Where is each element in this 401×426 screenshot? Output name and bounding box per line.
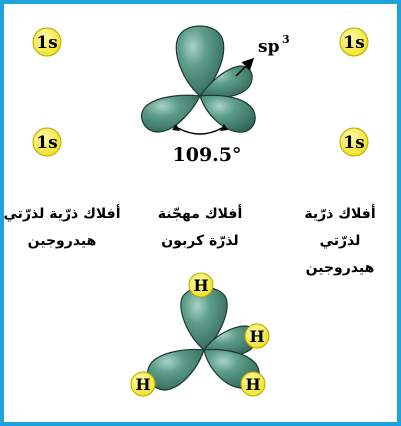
hydrogen-right-back: H — [244, 323, 270, 349]
hydrogen-right: H — [240, 371, 266, 397]
svg-text:أفلاك ذرّية لذرّتي: أفلاك ذرّية لذرّتي — [4, 204, 121, 222]
sp3-lobe-up — [175, 25, 225, 97]
label-center-carbon-hybrid: أفلاك مهجّنة لذرّة كربون — [158, 204, 243, 249]
svg-text:هيدروجين: هيدروجين — [306, 260, 375, 276]
sp3-arrow — [235, 57, 255, 77]
hydrogen-top: H — [188, 272, 214, 298]
methane-orbital-overlap — [147, 286, 260, 391]
svg-text:H: H — [135, 375, 150, 394]
svg-text:هيدروجين: هيدروجين — [28, 233, 97, 249]
svg-text:لذرّة كربون: لذرّة كربون — [161, 233, 238, 249]
sp3-lobe-right — [199, 94, 256, 133]
sp3-lobe-left — [141, 94, 201, 133]
svg-text:H: H — [249, 327, 264, 346]
carbon-hybrid-orbitals — [141, 25, 256, 133]
hydrogen-left: H — [130, 371, 156, 397]
svg-text:1s: 1s — [343, 33, 364, 53]
label-right-hydrogen-orbitals: أفلاك ذرّية لذرّتي هيدروجين — [304, 204, 375, 276]
badge-1s-top-right: 1s — [339, 27, 369, 57]
sp3-label: sp 3 — [258, 33, 290, 57]
svg-text:1s: 1s — [343, 133, 364, 153]
svg-text:3: 3 — [282, 33, 290, 46]
svg-text:أفلاك ذرّية: أفلاك ذرّية — [304, 204, 375, 222]
svg-text:1s: 1s — [36, 33, 57, 53]
svg-text:لذرّتي: لذرّتي — [320, 233, 361, 249]
svg-text:H: H — [193, 276, 208, 295]
badge-1s-mid-right: 1s — [339, 127, 369, 157]
badge-1s-mid-left: 1s — [32, 127, 62, 157]
bond-angle-arc — [177, 127, 223, 135]
svg-text:أفلاك مهجّنة: أفلاك مهجّنة — [158, 204, 243, 222]
svg-text:sp: sp — [258, 37, 280, 57]
svg-text:1s: 1s — [36, 133, 57, 153]
badge-1s-top-left: 1s — [32, 27, 62, 57]
bond-angle-label: 109.5° — [173, 144, 242, 166]
bond-lobe-left — [147, 348, 205, 391]
svg-text:H: H — [245, 375, 260, 394]
label-left-hydrogen-orbitals: أفلاك ذرّية لذرّتي هيدروجين — [4, 204, 121, 249]
